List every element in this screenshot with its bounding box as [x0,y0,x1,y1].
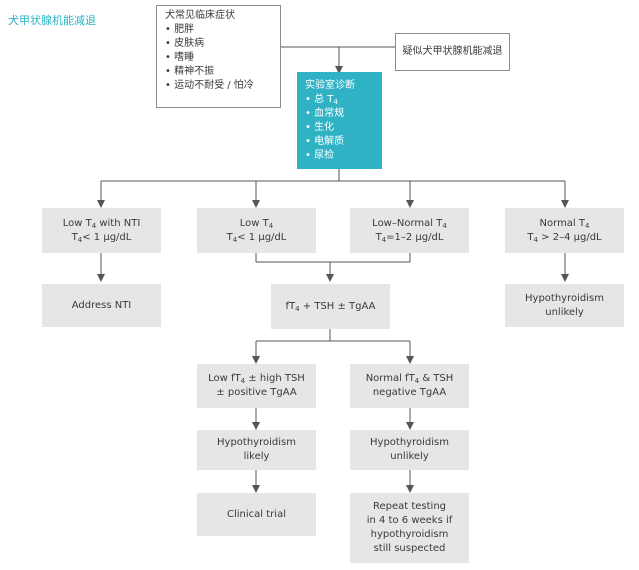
box-line: T4 > 2–4 μg/dL [527,231,602,244]
ft4-tsh-tgaa-text: fT4 + TSH ± TgAA [285,300,376,313]
box-line: Low fT4 ± high TSH [208,373,305,385]
clinical-sign-item: 皮肤病 [165,37,254,51]
lab-diagnosis-heading: 实验室诊断 [305,79,355,91]
box-line: Hypothyroidism [217,437,296,448]
box-line: likely [243,451,270,462]
lab-test-item: 电解质 [305,135,344,149]
box-line: unlikely [390,451,429,462]
box-line: Low T4 [239,217,274,230]
clinical-trial-box: Clinical trial [197,493,316,536]
box-line: T4< 1 μg/dL [71,231,132,244]
box-line: T4=1–2 μg/dL [375,231,444,244]
hypothyroidism-unlikely-right-box: Hypothyroidism unlikely [505,284,624,327]
lab-test-item: 生化 [305,121,344,135]
suspected-hypothyroidism-text: 疑似犬甲状腺机能减退 [402,46,503,57]
lab-test-item: 总 T4 [305,93,344,107]
lab-test-item: 尿检 [305,149,344,163]
clinical-sign-item: 运动不耐受 / 怕冷 [165,79,254,93]
box-line: T4< 1 μg/dL [226,231,287,244]
lab-test-list: 总 T4 血常规 生化 电解质 尿检 [305,93,344,163]
box-line: Low–Normal T4 [372,217,447,230]
box-line: Hypothyroidism [525,292,604,304]
diagram-title: 犬甲状腺机能减退 [8,14,96,27]
lab-test-item: 血常规 [305,107,344,121]
clinical-signs-heading: 犬常见临床症状 [165,10,235,21]
clinical-signs-box: 犬常见临床症状 肥胖 皮肤病 嗜睡 精神不振 运动不耐受 / 怕冷 [156,5,281,108]
clinical-trial-text: Clinical trial [227,508,286,520]
lab-diagnosis-box: 实验室诊断 总 T4 血常规 生化 电解质 尿检 [297,72,382,169]
suspected-hypothyroidism-box: 疑似犬甲状腺机能减退 [395,33,510,71]
clinical-sign-item: 精神不振 [165,65,254,79]
box-line: in 4 to 6 weeks if [366,515,453,526]
low-t4-nti-box: Low T4 with NTI T4< 1 μg/dL [42,208,161,253]
low-normal-t4-box: Low–Normal T4 T4=1–2 μg/dL [350,208,469,253]
hypothyroidism-unlikely-mid-box: Hypothyroidism unlikely [350,430,469,470]
clinical-sign-item: 肥胖 [165,23,254,37]
ft4-tsh-tgaa-box: fT4 + TSH ± TgAA [271,284,390,329]
repeat-testing-box: Repeat testing in 4 to 6 weeks if hypoth… [350,493,469,563]
box-line: Repeat testing [372,501,447,512]
box-line: Hypothyroidism [370,437,449,448]
box-line: ± positive TgAA [216,387,297,398]
address-nti-box: Address NTI [42,284,161,327]
box-line: negative TgAA [372,387,447,398]
box-line: unlikely [545,306,584,318]
normal-ft4-tsh-box: Normal fT4 & TSH negative TgAA [350,364,469,408]
address-nti-text: Address NTI [71,299,132,311]
clinical-sign-item: 嗜睡 [165,51,254,65]
box-line: hypothyroidism [370,529,449,540]
box-line: Normal T4 [539,217,590,230]
low-t4-box: Low T4 T4< 1 μg/dL [197,208,316,253]
hypothyroidism-likely-box: Hypothyroidism likely [197,430,316,470]
clinical-signs-list: 肥胖 皮肤病 嗜睡 精神不振 运动不耐受 / 怕冷 [165,23,254,93]
box-line: Normal fT4 & TSH [365,373,454,385]
normal-t4-box: Normal T4 T4 > 2–4 μg/dL [505,208,624,253]
box-line: Low T4 with NTI [62,217,141,230]
box-line: still suspected [373,543,446,554]
low-ft4-high-tsh-box: Low fT4 ± high TSH ± positive TgAA [197,364,316,408]
